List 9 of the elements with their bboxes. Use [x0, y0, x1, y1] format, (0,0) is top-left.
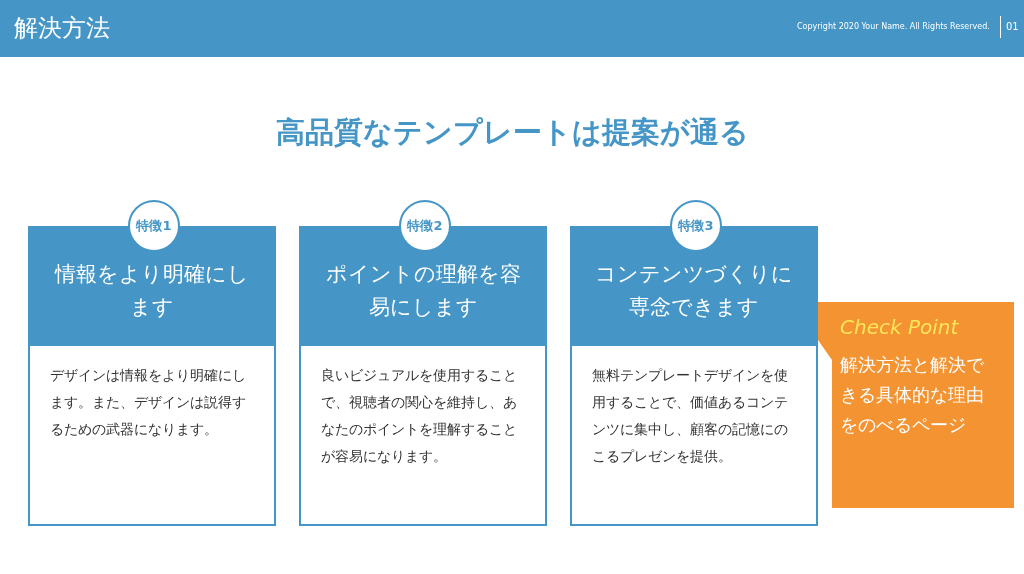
slide-title: 高品質なテンプレートは提案が通る — [275, 114, 749, 151]
callout-text: 解決方法と解決できる具体的な理由をのべるページ — [840, 353, 985, 437]
page-number: 01 — [1006, 20, 1019, 34]
copyright-text: Copyright 2020 Your Name. All Rights Reserved. — [797, 21, 990, 33]
page-heading: 解決方法 — [14, 13, 110, 44]
feature-description: 良いビジュアルを使用することで、視聴者の関心を維持し、あなたのポイントを理解することが容易になります。 — [321, 366, 518, 466]
callout-heading: Check Point — [840, 314, 959, 340]
feature-description: 無料テンプレートデザインを使用することで、価値あるコンテンツに集中し、顧客の記憶にのこるプレゼンを提供。 — [592, 366, 789, 466]
feature-description: デザインは情報をより明確にします。また、デザインは説得するための武器になります。 — [50, 366, 247, 439]
